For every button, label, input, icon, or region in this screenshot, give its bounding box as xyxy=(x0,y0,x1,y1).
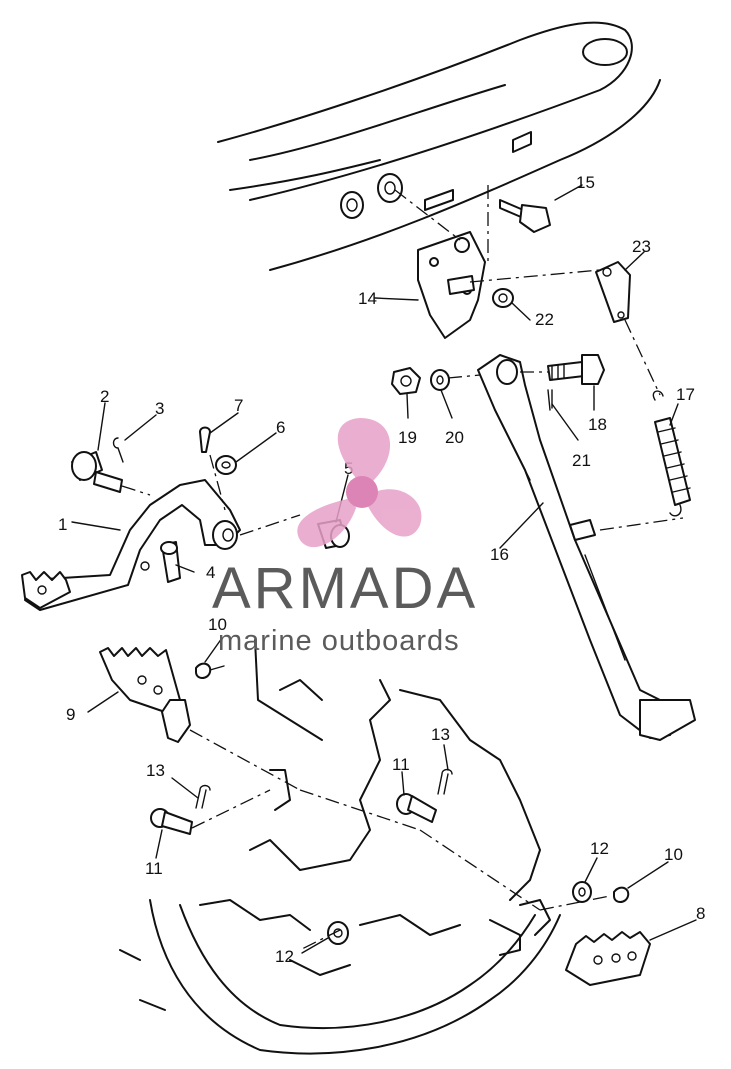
callout-15: 15 xyxy=(576,173,595,192)
callout-14: 14 xyxy=(358,289,377,308)
callout-6: 6 xyxy=(276,418,285,437)
pin-11-right xyxy=(396,793,437,823)
pin-11-left xyxy=(150,808,193,835)
callout-18: 18 xyxy=(588,415,607,434)
callout-13-left: 13 xyxy=(146,761,165,780)
callout-12-lower: 12 xyxy=(275,947,294,966)
pin-22 xyxy=(447,269,601,308)
footrest-9 xyxy=(99,647,191,743)
callout-22: 22 xyxy=(535,310,554,329)
pin-4 xyxy=(160,541,181,583)
sidestand-16 xyxy=(477,354,696,741)
washer-6 xyxy=(215,455,237,475)
callout-3: 3 xyxy=(155,399,164,418)
washer-20 xyxy=(430,369,481,391)
callout-23: 23 xyxy=(632,237,651,256)
spring-10-left xyxy=(195,662,225,679)
callout-8: 8 xyxy=(696,904,705,923)
cotter-pin-3 xyxy=(112,437,124,463)
plate-23 xyxy=(595,261,661,396)
lower-frame-outline xyxy=(119,639,561,1055)
callout-4: 4 xyxy=(206,563,215,582)
callout-1: 1 xyxy=(58,515,67,534)
callout-labels: 1 2 3 4 5 6 7 8 9 10 10 11 11 12 12 12 1… xyxy=(58,173,705,966)
cotter-13-right xyxy=(437,768,453,795)
cotter-13-left xyxy=(195,784,211,809)
pivot-bolt-2 xyxy=(71,451,151,496)
callout-16: 16 xyxy=(490,545,509,564)
pin-21 xyxy=(547,389,553,411)
callout-11-left: 11 xyxy=(145,859,163,878)
callout-19: 19 xyxy=(398,428,417,447)
sidestand-bracket xyxy=(394,185,489,339)
spring-10-right xyxy=(613,886,630,903)
watermark-brand: ARMADA xyxy=(212,556,478,621)
spring-17 xyxy=(599,390,691,531)
bolt-15 xyxy=(499,199,551,233)
callout-9: 9 xyxy=(66,705,75,724)
footrest-8 xyxy=(565,931,651,986)
callout-10-right: 10 xyxy=(664,845,683,864)
callout-21: 21 xyxy=(572,451,591,470)
callout-5: 5 xyxy=(344,459,353,478)
assembly-lines-lower xyxy=(189,729,611,951)
cotter-pin-7 xyxy=(199,426,226,511)
callout-12-right: 12 xyxy=(590,839,609,858)
watermark-tagline: marine outboards xyxy=(218,625,460,657)
callout-7: 7 xyxy=(234,396,243,415)
callout-10-left: 10 xyxy=(208,615,227,634)
frame-outline xyxy=(217,21,661,271)
washer-12-lower xyxy=(327,921,349,945)
nut-19 xyxy=(391,367,421,395)
callout-13-right: 13 xyxy=(431,725,450,744)
callout-11-right: 11 xyxy=(392,755,410,774)
brake-pedal-1 xyxy=(21,479,301,611)
callout-2: 2 xyxy=(100,387,109,406)
callout-17: 17 xyxy=(676,385,695,404)
frame-bosses xyxy=(340,173,403,219)
bolt-18 xyxy=(520,354,605,385)
armada-logo-icon xyxy=(297,418,422,548)
washer-12-right xyxy=(572,881,592,903)
callout-20: 20 xyxy=(445,428,464,447)
leader-lines xyxy=(71,184,697,954)
